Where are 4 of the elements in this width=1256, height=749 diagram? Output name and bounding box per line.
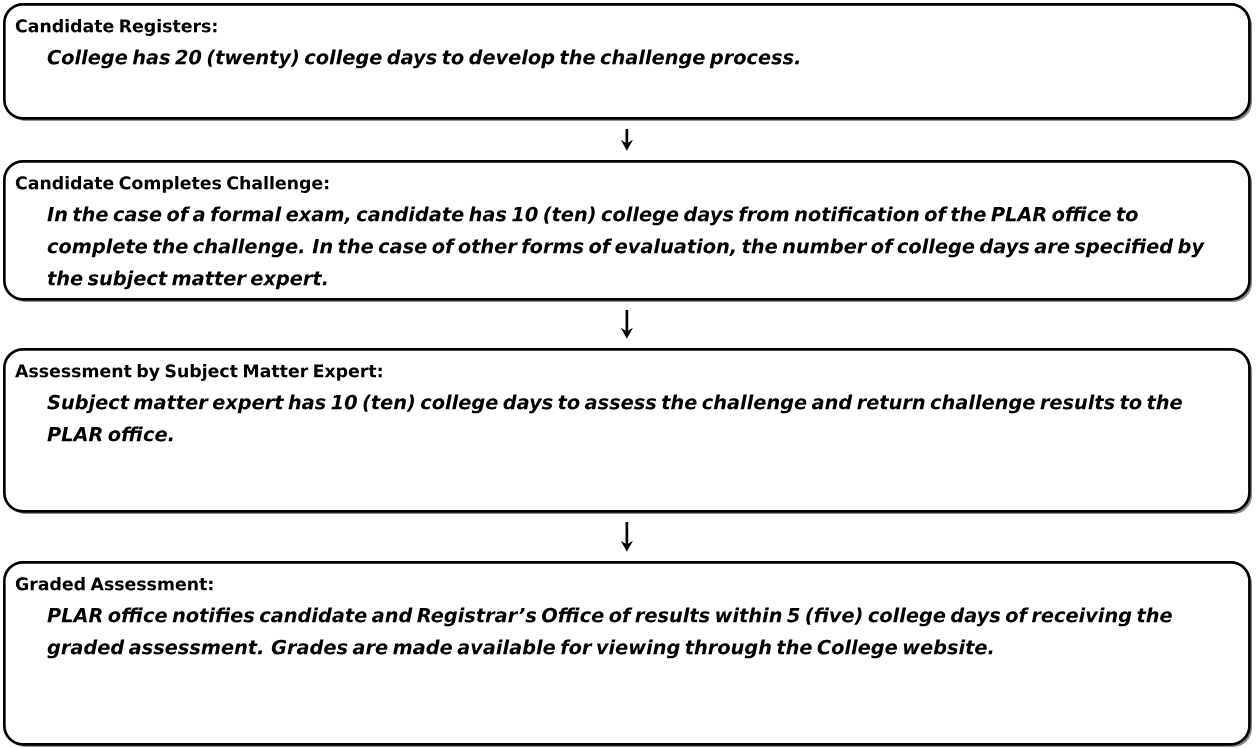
process-box: Candidate Completes Challenge: In the case of a formal exam, candidate has 10 (ten) college days from notification of the PLAR office to complete the challenge. In the case of other forms of evaluation, the number of college days are specified by the subject matter expert. [3,160,1252,302]
process-box: Graded Assessment: PLAR office notifies candidate and Registrar’s Office of results within 5 (five) college days of receiving the graded assessment. Grades are made available for viewing through the College website. [3,561,1252,747]
process-box: Assessment by Subject Matter Expert: Subject matter expert has 10 (ten) college days to assess the challenge and return challenge results to the PLAR office. [3,348,1252,514]
process-box: Candidate Registers: College has 20 (twenty) college days to develop the challenge process. [3,3,1252,121]
